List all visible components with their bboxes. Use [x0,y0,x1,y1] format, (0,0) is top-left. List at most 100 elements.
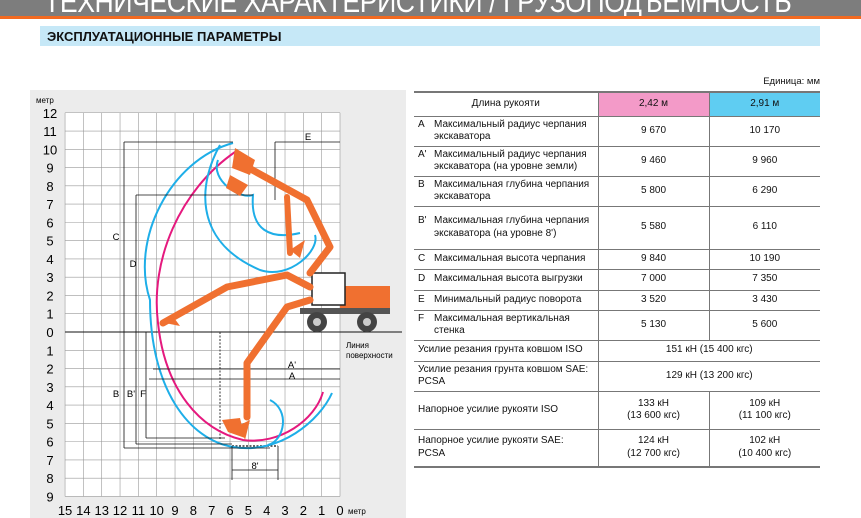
bucket-horizontal [160,315,180,326]
y-tick-label: 4 [46,398,53,413]
row-text: Напорное усилие рукояти SAE: PCSA [418,435,564,459]
x-tick-label: 0 [336,503,343,518]
value-kgf: (11 100 кгс) [738,410,791,421]
unit-label: Единица: мм [763,76,820,87]
y-tick-label: 5 [46,416,53,431]
y-tick-label: 11 [43,124,57,139]
wheel-hub [313,318,321,326]
table-row: B' Максимальная глубина черпания экскават… [414,206,820,250]
blue-inner-curve [204,144,317,273]
value-242: 5 800 [597,176,709,207]
row-label: B Максимальная глубина черпания экскавато… [414,176,598,207]
value-kgf: (12 700 кгс) [627,447,680,459]
y-tick-label: 3 [46,380,53,395]
row-label: B' Максимальная глубина черпания экскават… [414,206,598,250]
value-291: 102 кН(10 400 кгс) [708,429,820,468]
boom-raised [243,163,334,277]
pink-envelope-curve [155,151,324,442]
label-b-prime: B' [127,389,135,400]
row-label: A Максимальный радиус черпания экскаватор… [414,116,598,147]
boom-horizontal [159,271,314,327]
label-d: D [130,259,137,270]
value-242: 3 520 [597,290,709,311]
row-key: A [418,118,425,130]
row-label: Усилие резания грунта ковшом ISO [414,340,598,362]
row-text: Максимальная высота выгрузки [434,273,583,285]
label-a: A [289,371,296,382]
section-title: ЭКСПЛУАТАЦИОННЫЕ ПАРАМЕТРЫ [47,29,282,44]
excavator-cab [311,272,346,306]
table-header-row: Длина рукояти 2,42 м 2,91 м [414,91,820,117]
x-tick-label: 13 [94,503,108,518]
header-arm-length: Длина рукояти [414,91,598,117]
row-text: Напорное усилие рукояти ISO [418,403,559,415]
y-tick-label: 6 [46,215,53,230]
row-key: B [418,178,425,190]
label-e: E [305,132,311,143]
value-kgf: (10 400 кгс) [738,447,792,459]
row-text: Минимальный радиус поворота [434,293,582,305]
page-header: ТЕХНИЧЕСКИЕ ХАРАКТЕРИСТИКИ / ГРУЗОПОДЪЕМ… [0,0,861,19]
y-unit-label: метр [36,96,54,105]
x-tick-label: 11 [132,503,146,518]
value-291: 6 110 [708,206,820,250]
x-tick-label: 8 [190,503,197,518]
row-key: F [418,312,425,324]
value-kgf: (13 600 кгс) [627,410,680,421]
header-col-242: 2,42 м [597,91,709,117]
excavator-chassis [300,308,390,314]
row-text: Максимальный радиус черпания экскаватора… [434,148,587,173]
row-label: Усилие резания грунта ковшом SAE: PCSA [414,361,598,392]
x-tick-label: 3 [281,503,288,518]
y-tick-label: 8 [46,179,53,194]
value-291: 10 170 [708,116,820,147]
y-tick-label: 0 [46,325,53,340]
row-text: Максимальная глубина черпания экскаватор… [434,178,590,203]
value-242: 9 840 [597,249,709,270]
force-value: 129 кН (13 200 кгс) [597,361,820,392]
boom-lowered [243,296,314,421]
row-label: Напорное усилие рукояти SAE: PCSA [414,429,598,468]
y-tick-label: 8 [46,471,53,486]
label-8-prime: 8' [251,461,258,472]
bucket-lowered [222,418,250,440]
y-tick-label: 7 [46,197,53,212]
page-title: ТЕХНИЧЕСКИЕ ХАРАКТЕРИСТИКИ / ГРУЗОПОДЪЕМ… [44,0,792,19]
row-text: Максимальная вертикальная стенка [434,312,570,337]
value-kn: 102 кН [749,435,781,447]
value-242: 9 670 [597,116,709,147]
wheel-hub [363,318,371,326]
value-291: 7 350 [708,269,820,291]
x-tick-label: 5 [245,503,252,518]
value-291: 9 960 [708,146,820,177]
y-tick-label: 3 [46,270,53,285]
x-tick-label: 1 [318,503,325,518]
row-key: B' [418,215,427,226]
y-tick-label: 9 [46,161,53,176]
value-242: 9 460 [597,146,709,177]
x-tick-label: 12 [113,503,127,518]
value-kn: 124 кН [637,435,670,447]
y-tick-label: 10 [43,142,57,157]
y-tick-label: 4 [46,252,53,267]
y-tick-label: 1 [46,307,53,322]
x-tick-label: 9 [171,503,178,518]
value-291: 3 430 [708,290,820,311]
row-text: Максимальная глубина черпания экскаватор… [434,215,590,239]
row-text: Максимальный радиус черпания экскаватора [434,118,587,143]
table-row: A Максимальный радиус черпания экскаватор… [414,116,820,147]
x-tick-label: 14 [76,503,90,518]
value-291: 109 кН(11 100 кгс) [708,391,820,430]
excavator-body [340,286,390,308]
